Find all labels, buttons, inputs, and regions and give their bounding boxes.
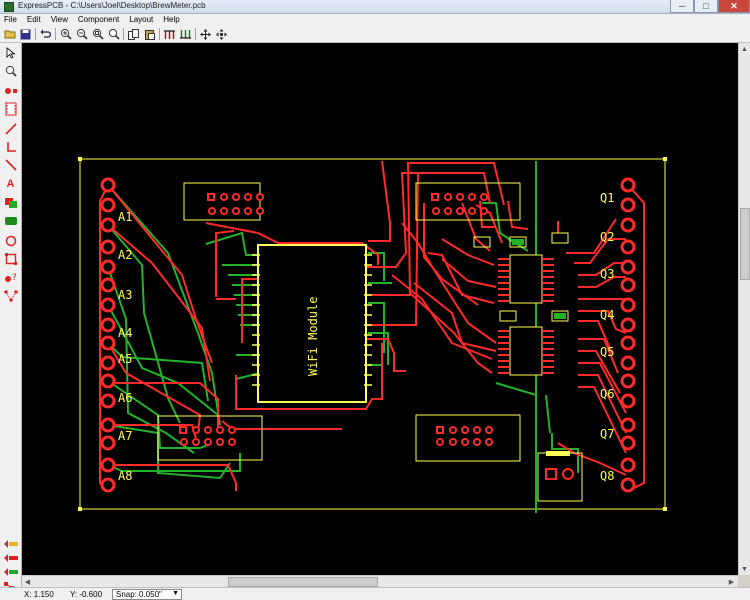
cursor-x: X: 1.150: [24, 590, 54, 599]
label-q4: Q4: [600, 308, 614, 322]
label-a4: A4: [118, 326, 132, 340]
save-icon[interactable]: [18, 27, 33, 41]
corner-icon[interactable]: [2, 139, 19, 155]
arrows-icon[interactable]: [214, 27, 229, 41]
horizontal-scrollbar[interactable]: ◀ ▶: [22, 575, 738, 587]
menu-bar: File Edit View Component Layout Help: [0, 14, 750, 26]
label-q3: Q3: [600, 267, 614, 281]
app-icon: [4, 2, 14, 12]
svg-text:?: ?: [12, 273, 17, 283]
move-icon[interactable]: [198, 27, 213, 41]
label-a8: A8: [118, 469, 132, 483]
board-outline: [79, 158, 666, 510]
layer-bottom-icon[interactable]: [2, 551, 20, 564]
layer-icon[interactable]: [2, 195, 19, 211]
menu-file[interactable]: File: [4, 15, 17, 24]
pointer-icon[interactable]: [2, 45, 19, 61]
menu-layout[interactable]: Layout: [129, 15, 154, 24]
right-pads: [620, 177, 636, 493]
zoom-tool-icon[interactable]: [2, 63, 19, 79]
label-q7: Q7: [600, 427, 614, 441]
diagonal-icon[interactable]: [2, 157, 19, 173]
snap-label: Snap:: [116, 590, 137, 599]
status-bar: X: 1.150 Y: -0.600 Snap: 0.050" ▼: [0, 587, 750, 600]
bottom-layer-icon[interactable]: [178, 27, 193, 41]
label-q8: Q8: [600, 469, 614, 483]
text-icon[interactable]: A: [6, 177, 15, 190]
open-icon[interactable]: [2, 27, 17, 41]
component-icon[interactable]: [2, 101, 19, 117]
label-a6: A6: [118, 391, 132, 405]
paste-icon[interactable]: [142, 27, 157, 41]
scroll-right-icon[interactable]: ▶: [728, 579, 735, 586]
trace-icon[interactable]: [2, 121, 19, 137]
zoom-fit-icon[interactable]: [106, 27, 121, 41]
header-connectors: [157, 182, 521, 462]
copy-icon[interactable]: [126, 27, 141, 41]
label-a5: A5: [118, 352, 132, 366]
top-layer-icon[interactable]: [162, 27, 177, 41]
vertical-scrollbar[interactable]: ▲ ▼: [738, 43, 750, 575]
left-tool-palette: A ?: [0, 43, 22, 590]
rect-icon[interactable]: [2, 251, 19, 267]
layer-top-icon[interactable]: [2, 537, 20, 550]
label-a7: A7: [118, 429, 132, 443]
title-bar: ExpressPCB - C:\Users\Joel\Desktop\BrewM…: [0, 0, 750, 14]
snap-value: 0.050": [139, 590, 162, 599]
label-a2: A2: [118, 248, 132, 262]
vertical-scroll-thumb[interactable]: [740, 208, 750, 280]
label-q5: Q5: [600, 345, 614, 359]
chevron-down-icon: ▼: [172, 590, 179, 597]
scroll-up-icon[interactable]: ▲: [741, 45, 748, 53]
query-icon[interactable]: ?: [2, 269, 19, 285]
shift-register-chips: [473, 232, 569, 376]
minimize-button[interactable]: ─: [670, 0, 694, 13]
wifi-module: [252, 244, 372, 403]
menu-help[interactable]: Help: [163, 15, 180, 24]
pcb-drawing: WiFi Module A1 A2 A3 A4 A5 A6 A7 A8 Q1 Q…: [78, 157, 667, 513]
snap-select[interactable]: Snap: 0.050" ▼: [112, 589, 182, 600]
zoom-area-icon[interactable]: [90, 27, 105, 41]
label-a1: A1: [118, 210, 132, 224]
horizontal-scroll-thumb[interactable]: [228, 577, 378, 587]
circle-icon[interactable]: [2, 233, 19, 249]
scroll-left-icon[interactable]: ◀: [24, 579, 31, 586]
green-shape-icon[interactable]: [2, 213, 19, 229]
label-q2: Q2: [600, 230, 614, 244]
label-q6: Q6: [600, 387, 614, 401]
pcb-canvas[interactable]: WiFi Module A1 A2 A3 A4 A5 A6 A7 A8 Q1 Q…: [22, 43, 738, 575]
power-connector: [537, 451, 583, 502]
layer-silk-icon[interactable]: [2, 565, 20, 578]
window-title: ExpressPCB - C:\Users\Joel\Desktop\BrewM…: [18, 1, 206, 10]
label-a3: A3: [118, 288, 132, 302]
label-q1: Q1: [600, 191, 614, 205]
menu-component[interactable]: Component: [77, 15, 120, 24]
cursor-y: Y: -0.600: [70, 590, 103, 599]
left-pads: [100, 177, 116, 493]
network-icon[interactable]: [2, 288, 19, 304]
close-button[interactable]: ✕: [718, 0, 750, 13]
zoom-out-icon[interactable]: [74, 27, 89, 41]
pad-icon[interactable]: [2, 83, 19, 99]
maximize-button[interactable]: □: [694, 0, 718, 13]
menu-view[interactable]: View: [50, 15, 68, 24]
scroll-down-icon[interactable]: ▼: [741, 565, 748, 573]
top-layer-traces: [99, 160, 645, 492]
wifi-module-label: WiFi Module: [306, 297, 320, 376]
menu-edit[interactable]: Edit: [26, 15, 41, 24]
undo-icon[interactable]: [38, 27, 53, 41]
zoom-in-icon[interactable]: [58, 27, 73, 41]
toolbar: [0, 26, 750, 43]
